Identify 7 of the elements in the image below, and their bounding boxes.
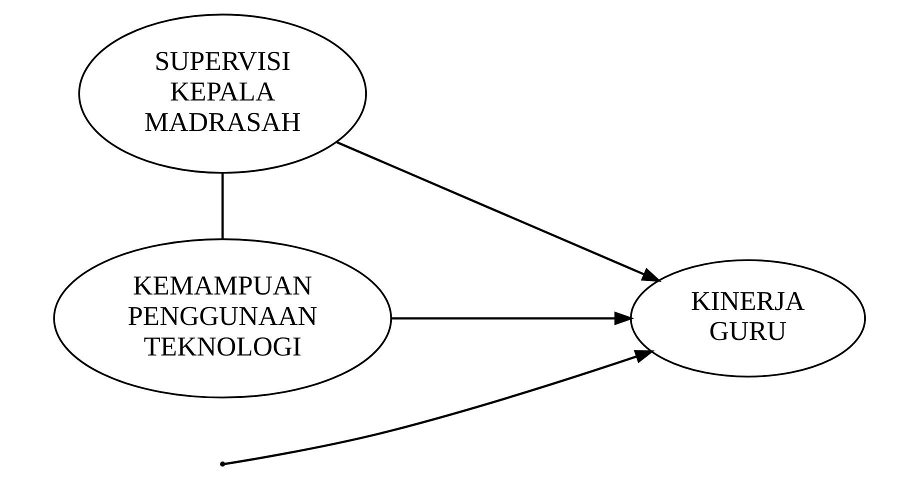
node-ellipse: KINERJA GURU [629,259,866,378]
arrow [391,311,634,326]
connector [220,173,224,238]
arrow [336,141,662,282]
node-ellipse: SUPERVISI KEPALA MADRASAH [78,14,366,174]
arrow [224,350,654,466]
node-ellipse: KEMAMPUAN PENGGUNAAN TEKNOLOGI [52,238,392,398]
